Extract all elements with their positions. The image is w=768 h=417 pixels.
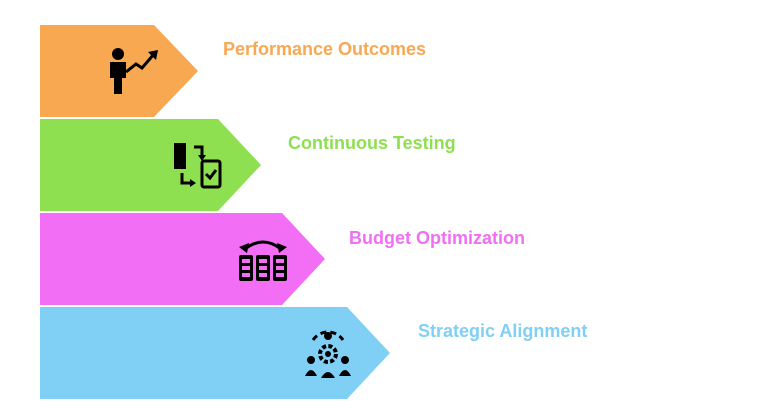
step-4-shape <box>40 307 390 399</box>
step-2-shape <box>40 119 261 211</box>
step-2-arrow <box>40 119 261 211</box>
team-alignment-gear-icon <box>305 330 351 378</box>
step-3-label: Budget Optimization <box>349 228 525 248</box>
step-1-label: Performance Outcomes <box>223 39 427 59</box>
presenter-growth-icon <box>110 48 158 94</box>
budget-allocation-icon <box>239 240 287 281</box>
ab-test-swap-icon <box>174 143 222 189</box>
step-3-arrow <box>40 213 325 305</box>
step-2-label: Continuous Testing <box>288 133 456 153</box>
step-4-arrow <box>40 307 390 399</box>
step-3-shape <box>40 213 325 305</box>
step-4-label: Strategic Alignment <box>418 321 588 341</box>
